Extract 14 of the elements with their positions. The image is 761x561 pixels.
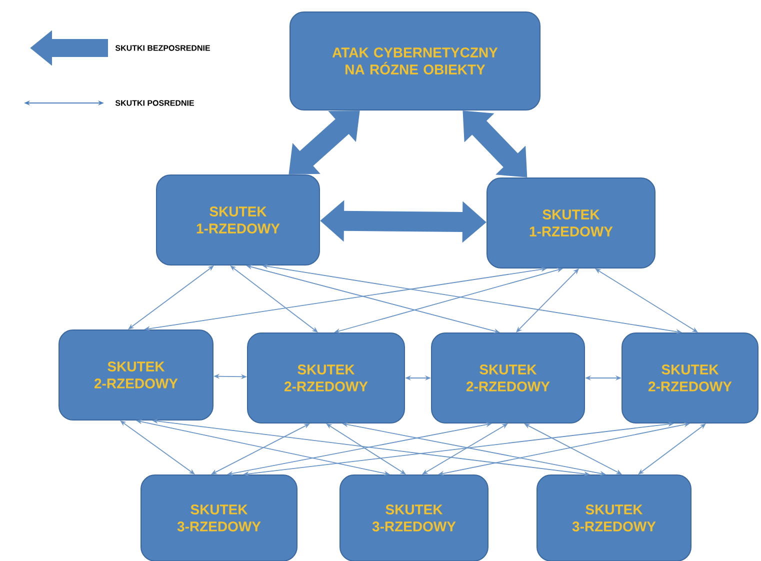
arrow (516, 268, 579, 332)
legend-label: SKUTKI POSREDNIE (115, 100, 194, 106)
effect-box: SKUTEK 3-RZEDOWY (340, 474, 488, 561)
effect-box: SKUTEK 2-RZEDOWY (431, 332, 585, 424)
effect-box: SKUTEK 2-RZEDOWY (58, 330, 214, 420)
effect-box: SKUTEK 3-RZEDOWY (536, 474, 692, 561)
effect-box: SKUTEK 2-RZEDOWY (622, 332, 758, 424)
legend-label: SKUTKI BEZPOSREDNIE (115, 45, 210, 51)
effect-box: SKUTEK 3-RZEDOWY (140, 474, 298, 561)
arrow (230, 266, 318, 332)
effect-box: SKUTEK 1-RZEDOWY (486, 178, 656, 268)
effect-box: SKUTEK 1-RZEDOWY (156, 174, 320, 266)
attack-box: ATAK CYBERNETYCZNY NA RÓZNE OBIEKTY (290, 12, 540, 110)
effect-box: SKUTEK 2-RZEDOWY (247, 332, 405, 424)
